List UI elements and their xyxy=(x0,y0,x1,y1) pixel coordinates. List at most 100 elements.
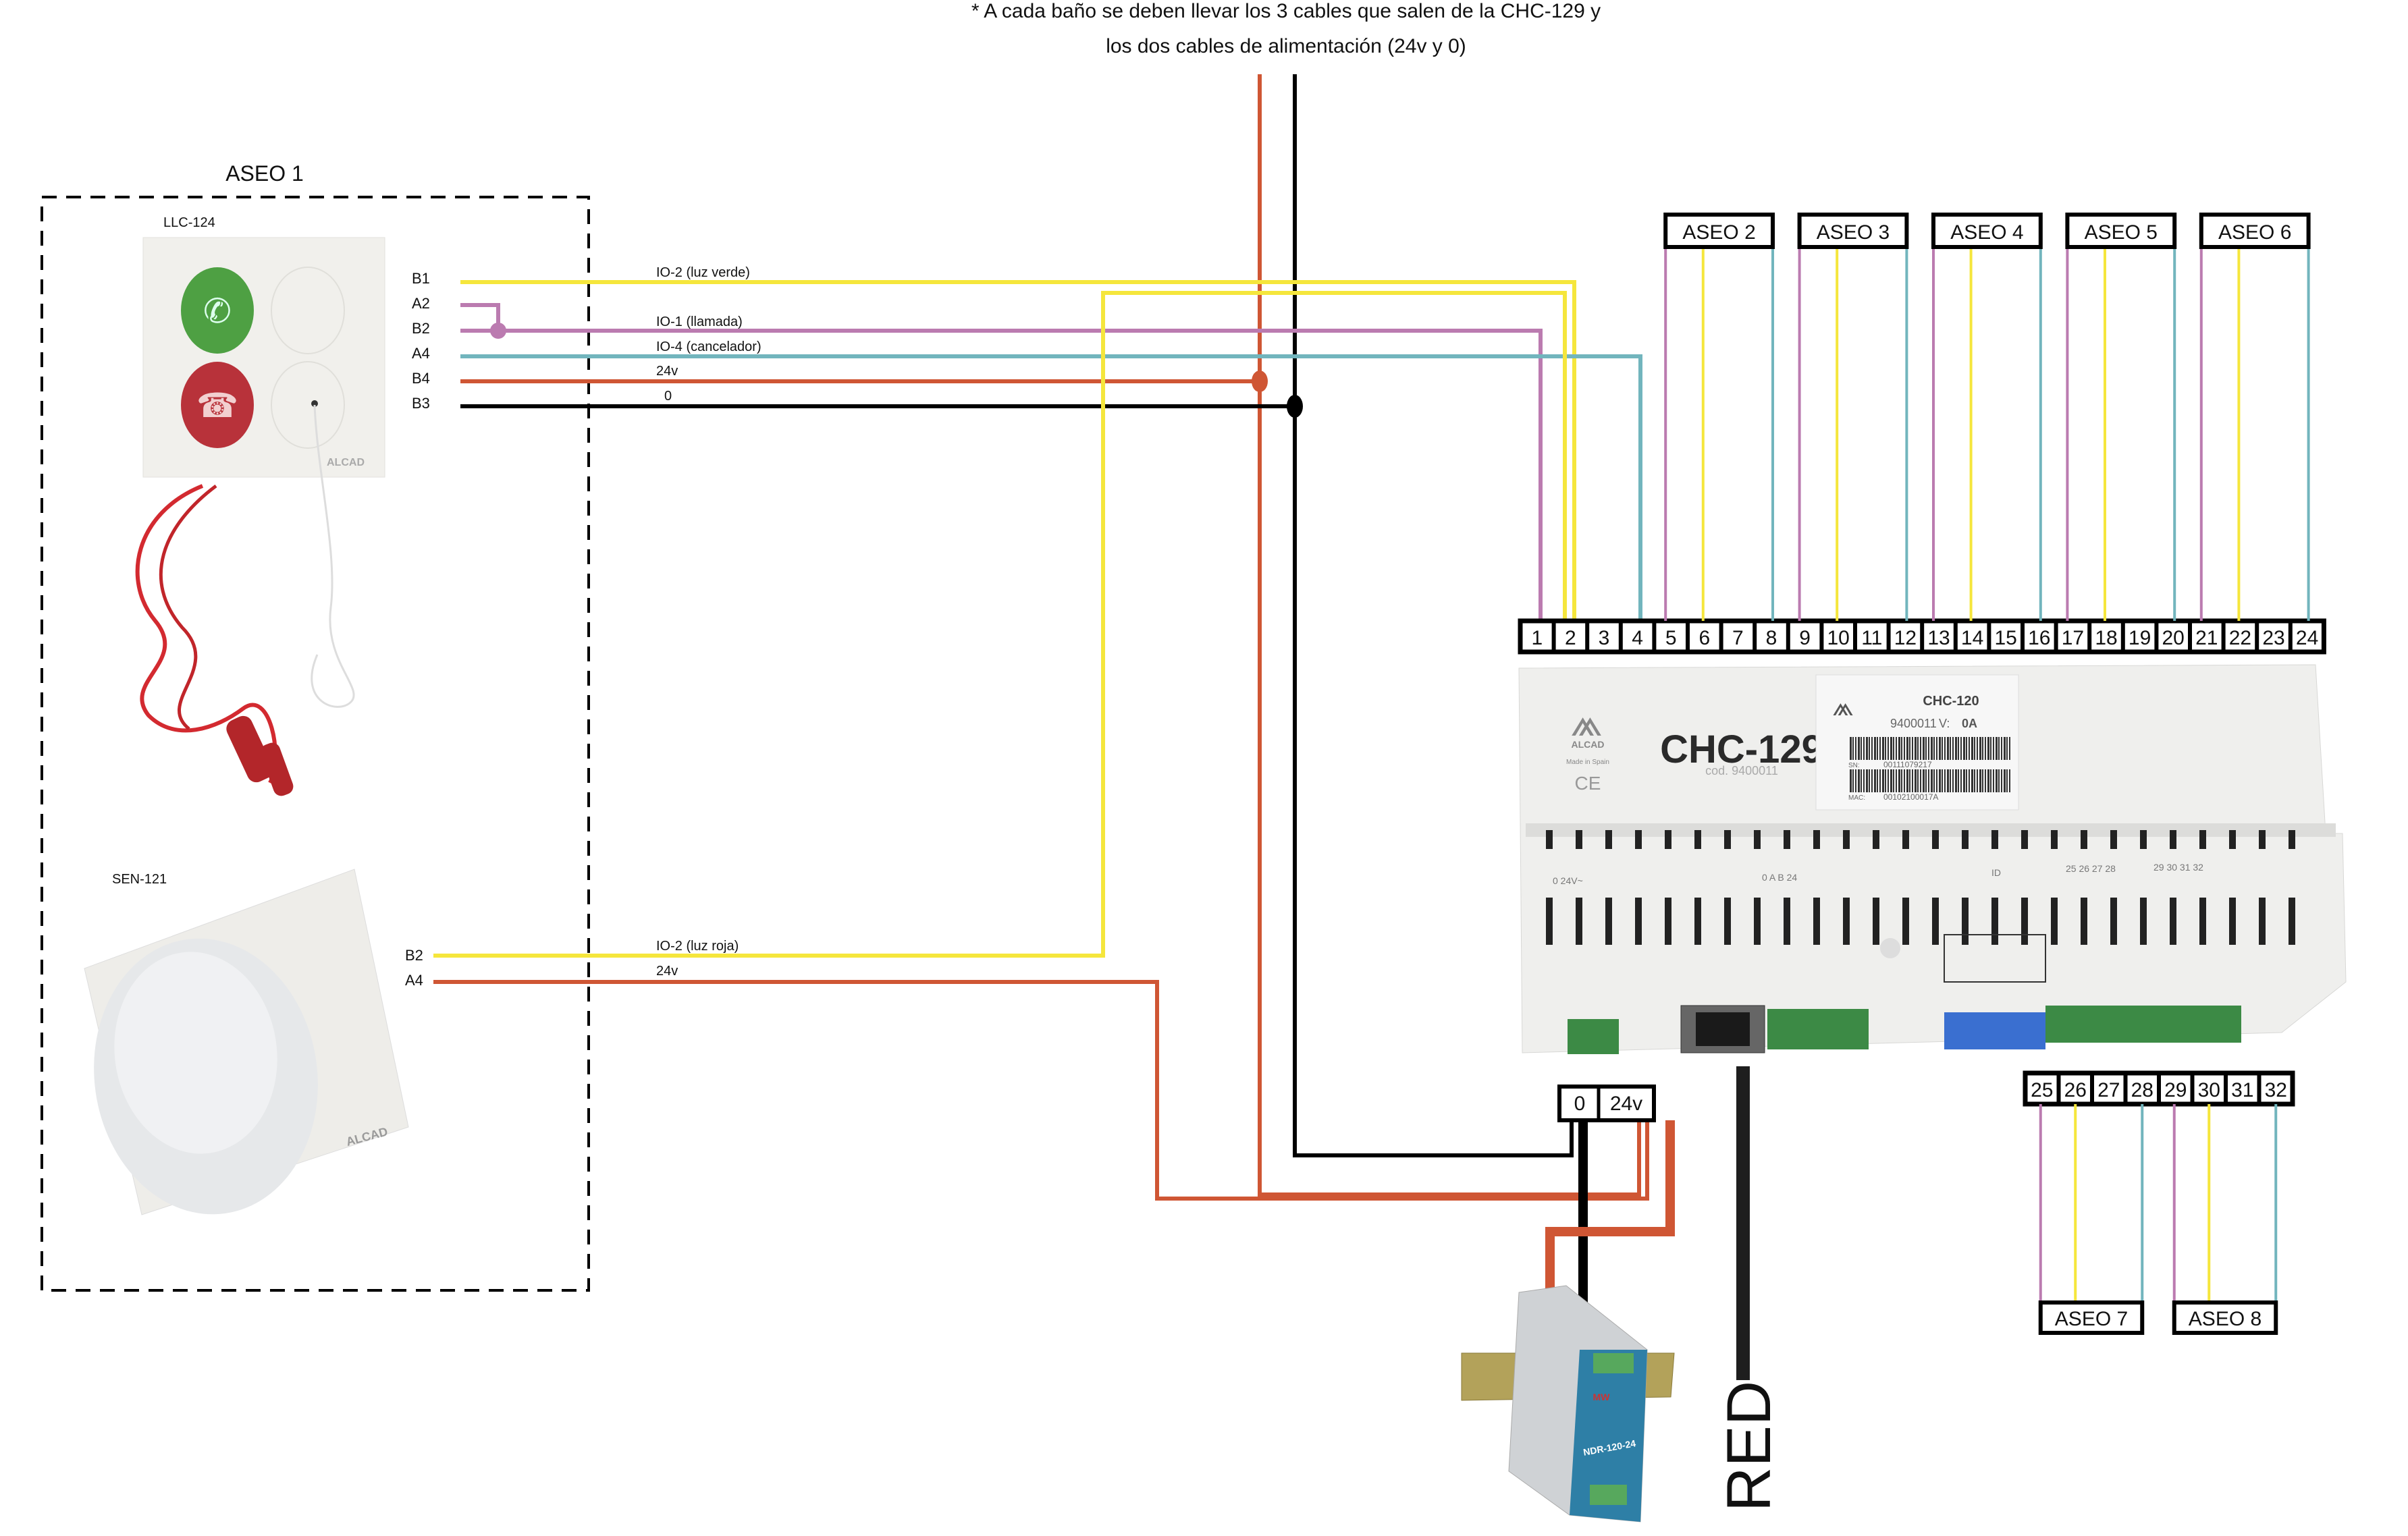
pin-label: A4 xyxy=(412,345,430,362)
vent-slot xyxy=(2021,830,2028,849)
vent-slot xyxy=(1813,830,1820,849)
barcode-mac xyxy=(1850,769,2010,792)
power-supply: MW NDR-120-24 xyxy=(1461,1285,1675,1523)
vent-slot xyxy=(2110,898,2117,945)
terminal-4: 4 xyxy=(1632,627,1643,649)
vent-slot xyxy=(1694,898,1701,945)
vent-slot xyxy=(1724,830,1731,849)
aseo-box-label: ASEO 8 xyxy=(2189,1308,2262,1330)
vent-slot xyxy=(1991,898,1998,945)
wire-24v-bus xyxy=(1258,74,1641,1197)
controller-model: CHC-129 xyxy=(1660,728,1823,771)
signal-label: IO-2 (luz verde) xyxy=(656,265,750,280)
vent-slot xyxy=(1576,830,1582,849)
signal-label: 24v xyxy=(656,964,678,979)
aseo1-boundary xyxy=(41,196,590,1292)
brand-text: ALCAD xyxy=(1572,739,1605,750)
llc-pin-labels: B1 A2 B2 A4 B4 B3 xyxy=(412,270,430,412)
terminal-26: 26 xyxy=(2064,1079,2087,1101)
pin-label: A2 xyxy=(412,295,430,312)
terminal-12: 12 xyxy=(1894,627,1917,649)
signal-label: 24v xyxy=(656,364,678,379)
terminal-23: 23 xyxy=(2262,627,2284,649)
sticker-logo-icon: ⩕ xyxy=(1832,692,1854,721)
wire-psu-24v xyxy=(1545,1120,1675,1306)
bus-connector xyxy=(1767,1009,1869,1049)
io-connector xyxy=(2045,1006,2241,1043)
aseo1-title: ASEO 1 xyxy=(225,161,304,186)
sticker-mac: 00102100017A xyxy=(1883,792,1938,802)
sticker-version-label: V: xyxy=(1939,717,1950,730)
vent-slot xyxy=(2259,898,2266,945)
signal-label: IO-4 (cancelador) xyxy=(656,339,761,354)
vent-slot xyxy=(1694,830,1701,849)
sticker-model: CHC-120 xyxy=(1923,694,1979,709)
junction-dot xyxy=(1287,395,1303,418)
sen-model-label: SEN-121 xyxy=(112,872,167,887)
device-label: ID xyxy=(1991,867,2001,878)
sen-pin-label: A4 xyxy=(405,972,423,989)
barcode-sn xyxy=(1850,737,2010,760)
vent-slot xyxy=(2199,830,2206,849)
vent-slot xyxy=(1546,830,1553,849)
green-call-button xyxy=(181,267,254,354)
aseo-box-label: ASEO 5 xyxy=(2085,221,2158,244)
vent-slot xyxy=(1665,830,1671,849)
terminal-17: 17 xyxy=(2062,627,2084,649)
vent-slot xyxy=(1813,898,1820,945)
vent-slot xyxy=(1991,830,1998,849)
vent-slot xyxy=(2021,898,2028,945)
terminal-2: 2 xyxy=(1565,627,1576,649)
power-terminals: 0 24v xyxy=(1557,1085,1656,1122)
terminal-14: 14 xyxy=(1961,627,1983,649)
terminal-15: 15 xyxy=(1995,627,2017,649)
note-line-1: * A cada baño se deben llevar los 3 cabl… xyxy=(971,0,1601,22)
signal-label: 0 xyxy=(664,389,672,404)
device-label: 29 30 31 32 xyxy=(2153,862,2203,873)
aseo-box xyxy=(1797,213,1909,249)
vent-slot xyxy=(2289,830,2295,849)
wire-io2-luz-roja xyxy=(433,291,1567,958)
terminal-19: 19 xyxy=(2129,627,2151,649)
sticker-version: 0A xyxy=(1962,717,1977,730)
terminal-3: 3 xyxy=(1599,627,1610,649)
phone-icon: ✆ xyxy=(203,292,232,330)
aseo-box-label: ASEO 6 xyxy=(2218,221,2291,244)
vent-slot xyxy=(1902,830,1909,849)
vent-slot xyxy=(2140,830,2147,849)
terminal-10: 10 xyxy=(1827,627,1850,649)
terminal-20: 20 xyxy=(2162,627,2185,649)
pin-label: B3 xyxy=(412,395,430,412)
sen-pin-label: B2 xyxy=(405,947,423,964)
terminal-24v: 24v xyxy=(1610,1093,1642,1115)
controller-code: cod. 9400011 xyxy=(1705,764,1778,777)
terminal-13: 13 xyxy=(1927,627,1950,649)
terminal-1: 1 xyxy=(1531,627,1543,649)
aseo-boxes-bottom: ASEO 7 ASEO 8 xyxy=(2038,1104,2278,1335)
vent-slot xyxy=(1932,898,1939,945)
vent-slot xyxy=(1873,898,1879,945)
vent-slot xyxy=(1784,898,1790,945)
sticker-sn: 00111079217 xyxy=(1883,760,1932,769)
vent-slot xyxy=(1784,830,1790,849)
vent-slot xyxy=(1635,898,1642,945)
device-label: 25 26 27 28 xyxy=(2066,863,2116,874)
power-connector xyxy=(1568,1019,1619,1054)
vent-slot xyxy=(1873,830,1879,849)
wire-io1-llamada xyxy=(460,329,1543,621)
aseo-box xyxy=(2065,213,2177,249)
sticker-sn-label: SN: xyxy=(1848,762,1860,769)
aseo-box-label: ASEO 7 xyxy=(2055,1308,2128,1330)
llc-124-device: ✆ ☎ ALCAD xyxy=(142,237,385,478)
vent-slot xyxy=(1902,898,1909,945)
sticker-mac-label: MAC: xyxy=(1848,794,1865,802)
aseo-box-label: ASEO 2 xyxy=(1682,221,1755,244)
vent-slot xyxy=(1576,898,1582,945)
chc-129-controller: ⩕ ALCAD Made in Spain CE CHC-129 cod. 94… xyxy=(1518,664,2347,1054)
aseo-box-label: ASEO 4 xyxy=(1950,221,2023,244)
vent-slot xyxy=(1962,898,1969,945)
pull-cord xyxy=(135,404,355,796)
